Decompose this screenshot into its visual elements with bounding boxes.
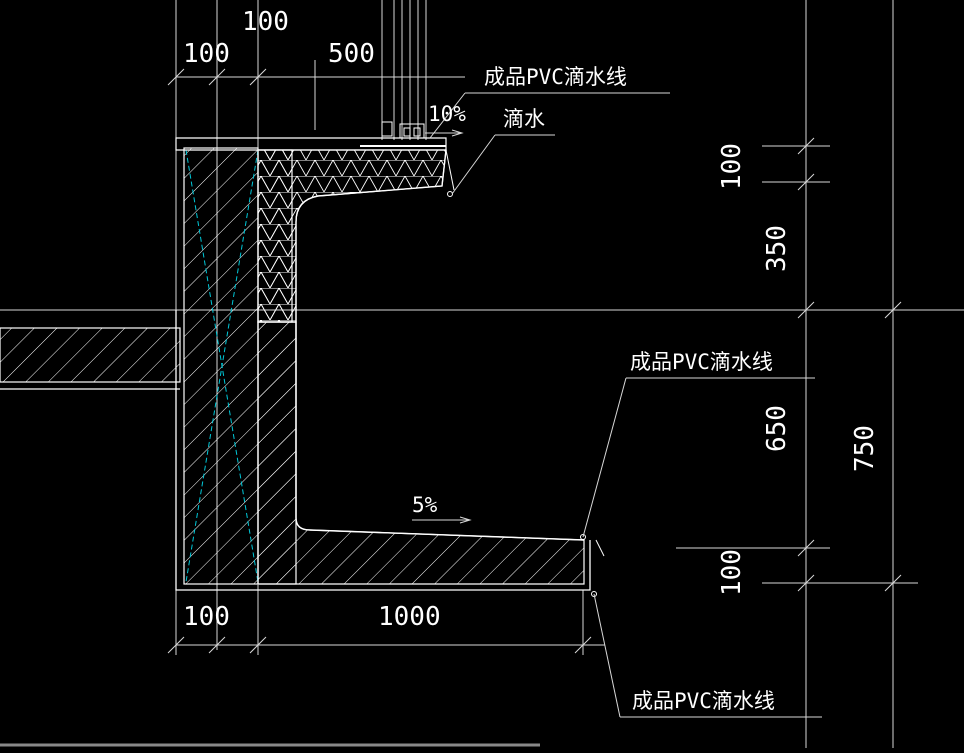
drip-point [580,534,586,540]
dim-tick [884,574,902,592]
dim-bottom-100: 100 [183,602,230,632]
dim-right-750: 750 [850,425,880,472]
dim-top-500: 500 [328,39,375,69]
dim-tick [797,574,815,592]
leader-line [593,593,621,718]
bottom-slab [257,321,605,597]
dim-top-100: 100 [242,7,289,37]
top-canopy-insulation [257,149,447,323]
floor-slab-hatch [0,327,181,383]
bottom-slab-inner-edge [295,322,585,541]
slope-arrow-head [451,129,464,137]
dim-tick [208,636,226,654]
window-sill-part [413,127,421,137]
bottom-slab-hatch [257,321,585,585]
drip-point [447,191,453,197]
leader-line [451,134,496,195]
dim-tick [797,539,815,557]
dimension-labels: 100 100 500 100 350 650 750 100 100 1000 [183,7,880,632]
dim-tick [797,301,815,319]
dim-right-650: 650 [762,405,792,452]
dim-tick [574,636,592,654]
dim-tick [884,301,902,319]
label-bottom-slope: 5% [412,493,438,517]
label-bottom-drip-line: 成品PVC滴水线 [632,689,775,713]
center-line [185,149,259,583]
dim-tick [797,173,815,191]
leader-lines [412,92,822,718]
window-sill-part [399,123,425,139]
label-drip: 滴水 [503,107,545,131]
leader-line [582,377,627,538]
drip-point [591,591,597,597]
leader-line [429,92,466,139]
label-top-drip-line: 成品PVC滴水线 [484,65,627,89]
dim-top-left-100: 100 [183,39,230,69]
window-sill-part [381,121,393,137]
dim-bottom-1000: 1000 [378,602,441,632]
dim-tick [167,68,185,86]
dim-right-350: 350 [762,225,792,272]
dim-tick [249,636,267,654]
label-middle-drip-line: 成品PVC滴水线 [630,350,773,374]
dim-tick [167,636,185,654]
top-canopy-inner-edge [295,149,447,322]
floor-slab [0,327,181,390]
wall-concrete [183,147,259,585]
annotation-labels: 成品PVC滴水线 10% 滴水 成品PVC滴水线 5% 成品PVC滴水线 [412,65,775,713]
top-canopy [257,121,455,323]
dim-tick [208,68,226,86]
dim-right-100-top: 100 [717,143,747,190]
dim-tick [249,68,267,86]
outer-outline [175,310,591,591]
drip-edge [595,539,605,557]
dim-right-100-bottom: 100 [717,549,747,596]
dim-tick [797,137,815,155]
drip-edge [445,149,455,191]
label-top-slope: 10% [428,102,466,126]
window-sill-part [403,127,411,137]
slope-arrow-head [459,516,472,524]
